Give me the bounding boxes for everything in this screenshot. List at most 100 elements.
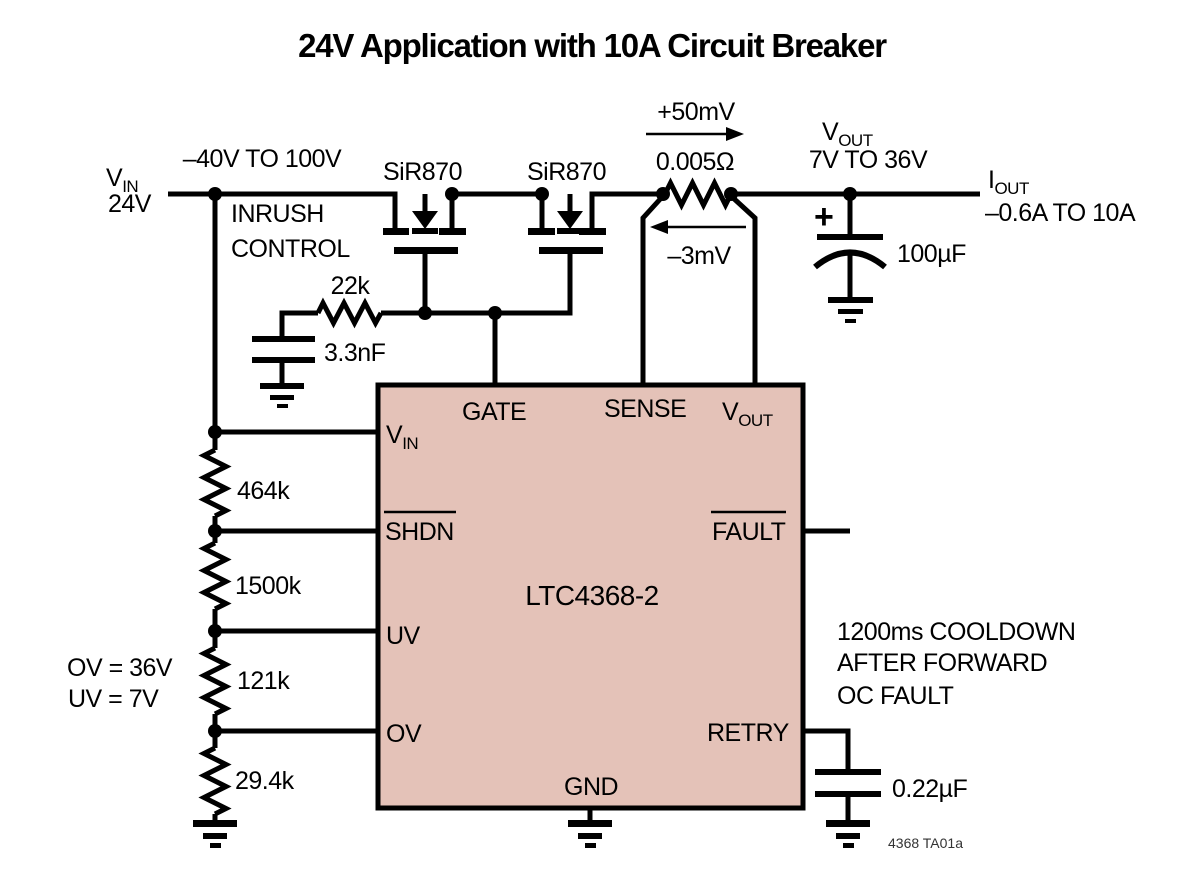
q2-diode-cathode-bar (557, 228, 583, 234)
q1-source-contact (439, 228, 466, 235)
outcap-polarity-sign: + (814, 198, 834, 236)
wire-gate-left (279, 310, 318, 338)
inrush-label-line2: CONTROL (231, 235, 350, 263)
q1-gate-plate (394, 247, 458, 254)
vin-source-value: 24V (108, 190, 152, 218)
gate-resistor-value: 22k (331, 272, 371, 300)
q2-part-label: SiR870 (527, 158, 606, 186)
forward-arrow-head (726, 127, 744, 141)
resistor-464k-symbol (198, 447, 232, 519)
gatecap-plate-bottom (252, 357, 315, 363)
pin-label-vin: VIN (386, 421, 418, 453)
pin-label-retry: RETRY (707, 719, 790, 747)
gnd-bar (843, 843, 854, 848)
gnd-bar (210, 843, 221, 848)
junction-dot (843, 187, 857, 201)
junction-dot (208, 624, 222, 638)
cooldown-note-line3: OC FAULT (837, 682, 954, 710)
gate-capacitor-value: 3.3nF (324, 339, 386, 367)
q2-gate-plate (539, 247, 603, 254)
gnd-bar (585, 843, 596, 848)
q2-source-contact (528, 228, 555, 235)
outcap-plate-top (817, 234, 883, 240)
gnd-bar (260, 383, 304, 389)
reverse-arrow-head (650, 220, 668, 234)
vin-source-label: VIN (106, 164, 138, 196)
gnd-bar (838, 309, 863, 314)
junction-dot (656, 187, 670, 201)
vout-range-label: 7V TO 36V (809, 146, 928, 174)
resistor-121k-symbol (198, 645, 232, 717)
retrycap-plate-top (815, 769, 881, 775)
junction-dot (208, 425, 222, 439)
pin-label-vout: VOUT (722, 398, 773, 430)
retry-capacitor-symbol (815, 769, 881, 797)
divider-r1-value: 464k (237, 477, 290, 505)
ground-symbol-gatecap (260, 383, 304, 408)
ground-symbol-divider (193, 820, 237, 848)
iout-label: IOUT (988, 166, 1029, 198)
junction-dot (488, 306, 502, 320)
wire-sense-pin (640, 194, 665, 390)
gnd-bar (845, 319, 856, 323)
gnd-bar (828, 297, 873, 303)
junction-dot (208, 724, 222, 738)
iout-range-label: –0.6A TO 10A (985, 199, 1136, 227)
gnd-bar (270, 395, 294, 400)
wires (168, 191, 980, 821)
pin-label-fault: FAULT (712, 518, 786, 546)
forward-threshold-label: +50mV (657, 98, 735, 126)
pin-label-uv: UV (386, 622, 421, 650)
vout-rail-label: VOUT (822, 118, 873, 150)
outcap-plate-curved (813, 249, 887, 270)
reverse-threshold-label: –3mV (667, 242, 731, 270)
pin-label-shdn: SHDN (385, 518, 454, 546)
junction-dots (208, 187, 857, 738)
junction-dot (535, 187, 549, 201)
resistor-1500k-symbol (198, 540, 232, 612)
resistor-symbols (198, 177, 734, 817)
sense-resistor-value: 0.005Ω (656, 148, 734, 176)
junction-dot (208, 187, 222, 201)
divider-r2-value: 1500k (235, 572, 302, 600)
pin-label-gnd: GND (564, 773, 618, 801)
q1-body-diode-icon (412, 211, 438, 229)
cooldown-note-line1: 1200ms COOLDOWN (837, 618, 1075, 646)
ic-body (375, 382, 806, 811)
gnd-bar (826, 820, 870, 827)
gnd-bar (568, 820, 612, 827)
resistor-22k-symbol (315, 297, 384, 329)
q1-part-label: SiR870 (383, 158, 462, 186)
inrush-label-line1: INRUSH (231, 200, 324, 228)
resistor-29p4k-symbol (198, 745, 232, 817)
gnd-bar (836, 833, 860, 839)
pin-label-sense: SENSE (604, 395, 686, 423)
wire-q2-to-sense (589, 191, 665, 229)
resistor-sense-symbol (662, 177, 734, 211)
q2-body-diode-icon (557, 211, 583, 229)
divider-r3-value: 121k (237, 667, 290, 695)
schematic-title: 24V Application with 10A Circuit Breaker (298, 27, 887, 64)
uv-setting-label: UV = 7V (68, 685, 159, 713)
retrycap-plate-bottom (815, 791, 881, 797)
pin-label-gate: GATE (462, 398, 526, 426)
wire-vin-rail (168, 191, 398, 229)
input-range-label: –40V TO 100V (183, 145, 342, 173)
gatecap-plate-top (252, 336, 315, 342)
wire-vout-pin (729, 194, 758, 390)
junction-dot (445, 187, 459, 201)
ic-part-number: LTC4368-2 (525, 580, 659, 611)
ground-symbol-retrycap (826, 820, 870, 848)
pin-label-ov: OV (386, 720, 422, 748)
ov-setting-label: OV = 36V (67, 654, 173, 682)
gnd-bar (203, 833, 227, 839)
gnd-bar (193, 820, 237, 827)
junction-dot (208, 524, 222, 538)
figure-id: 4368 TA01a (888, 835, 963, 851)
q2-drain-contact (579, 228, 606, 235)
ic-pin-labels: GATE SENSE VOUT VIN SHDN UV OV FAULT RET… (384, 395, 790, 801)
gnd-bar (578, 833, 602, 839)
gnd-bar (277, 404, 288, 408)
